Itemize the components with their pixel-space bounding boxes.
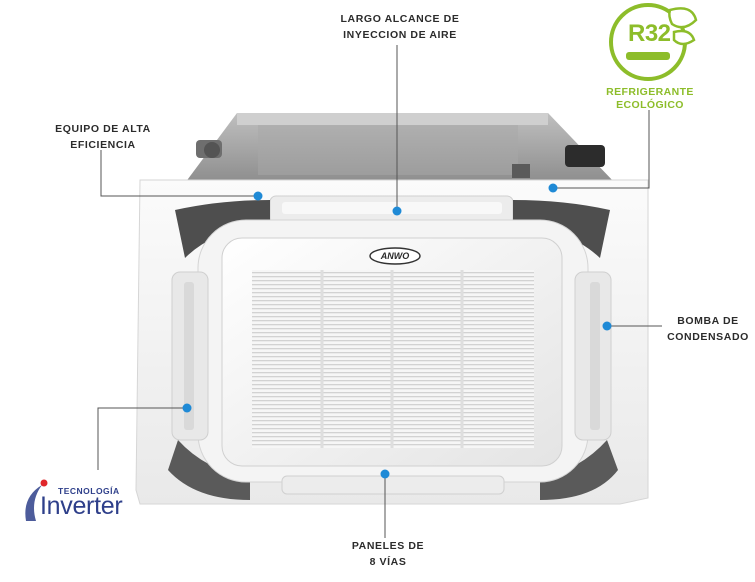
r32-leaf-icon: [609, 3, 698, 81]
inverter-swoosh-icon: [25, 479, 48, 521]
marker-bomba: [602, 321, 612, 331]
unit-housing: [185, 113, 615, 183]
caption-line: REFRIGERANTE: [606, 86, 694, 98]
brand-logo-text: ANWO: [380, 251, 410, 261]
label-line: EQUIPO DE ALTA: [55, 123, 151, 135]
marker-r32: [548, 183, 558, 193]
callout-markers: [182, 183, 612, 479]
label-condensate-pump: BOMBA DE CONDENSADO: [662, 313, 754, 345]
label-8-way-panels: PANELES DE 8 VÍAS: [343, 538, 433, 570]
label-line: LARGO ALCANCE DE: [340, 13, 460, 25]
marker-paneles: [380, 469, 390, 479]
intake-grille: [221, 237, 563, 467]
leader-lines: [97, 45, 662, 538]
label-high-efficiency: EQUIPO DE ALTA EFICIENCIA: [48, 121, 158, 153]
label-line: EFICIENCIA: [70, 139, 136, 151]
marker-inverter: [182, 403, 192, 413]
marker-largo: [392, 206, 402, 216]
r32-caption: REFRIGERANTE ECOLÓGICO: [595, 86, 705, 112]
label-line: PANELES DE: [351, 540, 425, 552]
caption-line: ECOLÓGICO: [616, 99, 684, 111]
marker-equipo: [253, 191, 263, 201]
label-line: BOMBA DE: [677, 315, 739, 327]
brand-logo-oval: [369, 247, 421, 265]
inverter-word: Inverter: [40, 492, 123, 520]
r32-code: R32: [628, 20, 671, 47]
label-line: INYECCION DE AIRE: [343, 29, 457, 41]
inverter-prefix: TECNOLOGÍA: [58, 486, 120, 496]
label-line: CONDENSADO: [667, 331, 749, 343]
label-line: 8 VÍAS: [369, 556, 407, 568]
label-air-injection: LARGO ALCANCE DE INYECCION DE AIRE: [330, 11, 470, 43]
